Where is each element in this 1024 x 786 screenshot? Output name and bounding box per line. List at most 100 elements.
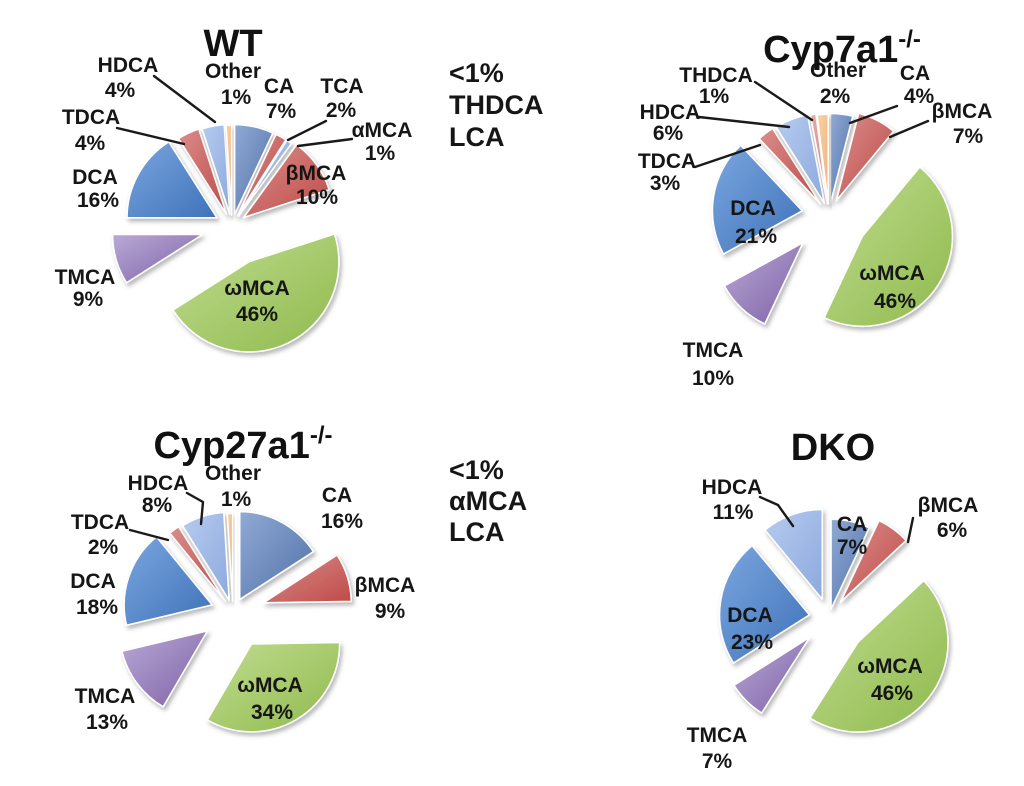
cyp7a1-label-wmca-pct: 46% [874, 290, 916, 313]
cyp27a1-label-tmca-pct: 13% [86, 711, 128, 734]
cyp7a1-label-hdca-name: HDCA [640, 101, 701, 124]
wt-note-line-0: <1% [449, 58, 504, 88]
wt-label-ca-name: CA [264, 75, 294, 98]
wt-label-hdca-name: HDCA [98, 54, 159, 77]
cyp7a1-label-other-name: Other [810, 59, 866, 82]
cyp7a1-label-ca-pct: 4% [904, 85, 935, 108]
wt-slice-dca [126, 141, 218, 219]
cyp27a1-slices [121, 510, 353, 733]
cyp7a1-label-thdca-pct: 1% [699, 85, 730, 108]
cyp7a1-label-bmca-pct: 7% [953, 125, 984, 148]
dko-slice-dca [718, 544, 811, 664]
cyp7a1-leader-thdca [753, 80, 814, 122]
wt-label-tmca-pct: 9% [73, 288, 104, 311]
wt-slice-amca [237, 139, 293, 218]
dko-slice-bmca [839, 519, 907, 603]
wt-label-tdca-name: TDCA [62, 106, 120, 129]
dko-label-bmca-pct: 6% [937, 519, 968, 542]
cyp27a1-slice-other [226, 512, 234, 603]
wt-slice-tmca [111, 233, 204, 284]
cyp27a1-slice-tdca [168, 525, 227, 603]
dko-label-hdca-name: HDCA [702, 476, 763, 499]
cyp27a1-leader-hdca [185, 491, 205, 526]
cyp27a1-label-hdca-name: HDCA [128, 472, 189, 495]
cyp7a1-leader-tdca [693, 143, 762, 169]
cyp7a1-leader-hdca [697, 115, 791, 129]
wt-leader-tdca [115, 126, 186, 146]
cyp7a1-label-tmca-name: TMCA [683, 339, 744, 362]
wt-label-amca-pct: 1% [365, 142, 396, 165]
dko-label-dca-name: DCA [727, 604, 773, 627]
wt-label-wmca-pct: 46% [236, 303, 278, 326]
cyp27a1-label-bmca-name: βMCA [355, 574, 416, 597]
cyp7a1-slice-hdca [775, 114, 826, 205]
pie-chart-cyp7a1: CA4%βMCA7%ωMCA46%TMCA10%DCA21%TDCA3%HDCA… [638, 26, 992, 390]
wt-leader-tca [286, 119, 328, 142]
wt-slice-tdca [177, 128, 228, 216]
cyp27a1-label-wmca-name: ωMCA [237, 674, 303, 697]
dko-slices [718, 508, 949, 733]
cyp27a1-label-tdca-name: TDCA [71, 511, 129, 534]
wt-label-amca-name: αMCA [352, 119, 413, 142]
wt-slice-bmca [242, 143, 330, 219]
cyp27a1-label-ca-pct: 16% [321, 510, 363, 533]
wt-label-dca-name: DCA [72, 166, 118, 189]
cyp7a1-label-tdca-name: TDCA [638, 150, 696, 173]
wt-label-other-pct: 1% [221, 86, 252, 109]
dko-label-hdca-pct: 11% [713, 501, 754, 524]
dko-leader-hdca [758, 495, 795, 528]
dko-title: DKO [791, 427, 875, 469]
wt-slice-hdca [201, 123, 231, 216]
dko-slice-hdca [764, 508, 824, 601]
wt-label-bmca-name: βMCA [286, 162, 347, 185]
cyp27a1-label-dca-pct: 18% [76, 596, 118, 619]
cyp7a1-slice-bmca [835, 112, 895, 202]
cyp27a1-slice-dca [123, 536, 213, 627]
cyp7a1-annotations: CA4%βMCA7%ωMCA46%TMCA10%DCA21%TDCA3%HDCA… [638, 26, 992, 390]
wt-slice-wmca [172, 233, 340, 353]
cyp7a1-leader-ca [848, 104, 899, 125]
cyp27a1-slice-tmca [121, 630, 209, 708]
cyp7a1-slices [711, 112, 954, 328]
cyp27a1-leader-tdca [128, 528, 170, 542]
wt-label-hdca-pct: 4% [105, 79, 136, 102]
cyp7a1-label-dca-name: DCA [730, 197, 776, 220]
cyp7a1-label-ca-name: CA [900, 62, 930, 85]
cyp7a1-label-bmca-name: βMCA [932, 100, 993, 123]
cyp7a1-label-other-pct: 2% [820, 85, 851, 108]
wt-note-line-2: LCA [449, 122, 505, 152]
cyp27a1-label-other-name: Other [205, 462, 261, 485]
cyp27a1-note-line-0: <1% [449, 455, 504, 485]
wt-note-line-1: THDCA [449, 90, 544, 120]
dko-label-ca-pct: 7% [837, 536, 868, 559]
dko-label-dca-pct: 23% [731, 631, 773, 654]
pie-chart-wt: CA7%TCA2%αMCA1%βMCA10%ωMCA46%TMCA9%DCA16… [55, 23, 544, 353]
wt-slice-ca [233, 123, 274, 216]
dko-slice-wmca [809, 579, 949, 733]
cyp27a1-label-tdca-pct: 2% [88, 536, 119, 559]
dko-leader-bmca [906, 516, 915, 544]
cyp7a1-slice-thdca [809, 113, 828, 205]
cyp27a1-slice-ca [238, 510, 315, 601]
wt-label-tca-pct: 2% [326, 99, 357, 122]
cyp27a1-label-dca-name: DCA [70, 570, 116, 593]
cyp7a1-label-dca-pct: 21% [735, 225, 777, 248]
wt-annotations: CA7%TCA2%αMCA1%βMCA10%ωMCA46%TMCA9%DCA16… [55, 23, 544, 326]
cyp27a1-label-tmca-name: TMCA [75, 685, 136, 708]
dko-label-wmca-name: ωMCA [857, 655, 923, 678]
dko-label-tmca-name: TMCA [687, 724, 748, 747]
cyp7a1-slice-other [816, 113, 830, 205]
cyp7a1-leader-bmca [888, 119, 930, 139]
cyp27a1-note-line-2: LCA [449, 517, 505, 547]
wt-label-tmca-name: TMCA [55, 266, 116, 289]
cyp7a1-slice-ca [829, 112, 854, 205]
cyp7a1-slice-wmca [823, 166, 954, 328]
dko-slice-tmca [733, 636, 811, 714]
wt-leader-amca [296, 137, 354, 148]
